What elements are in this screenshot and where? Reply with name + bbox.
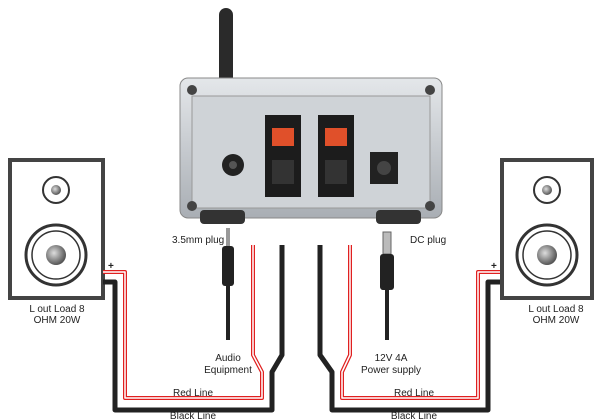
- speaker-right: [500, 158, 594, 300]
- amplifier-unit: [179, 77, 443, 224]
- plus-right-label: +: [491, 261, 497, 272]
- power-label-2: Power supply: [361, 365, 421, 376]
- red-line-left-label: Red Line: [173, 388, 213, 399]
- plug-35mm-label: 3.5mm plug: [172, 235, 224, 246]
- dc-plug-icon: [380, 231, 394, 340]
- speaker-terminal-right-icon: [318, 115, 354, 197]
- audio-jack-icon: [222, 154, 244, 176]
- audio-plug-icon: [222, 228, 234, 340]
- speaker-left: [8, 158, 105, 300]
- red-line-right-label: Red Line: [394, 388, 434, 399]
- power-label-1: 12V 4A: [375, 353, 408, 364]
- speaker-left-label-1: L out Load 8: [29, 304, 85, 315]
- dc-jack-icon: [370, 152, 398, 184]
- speaker-left-label-2: OHM 20W: [34, 315, 81, 326]
- black-line-left-label: Black Line: [170, 411, 217, 420]
- speaker-right-label-2: OHM 20W: [533, 315, 580, 326]
- black-wire-left: [103, 245, 285, 413]
- audio-label-2: Equipment: [204, 365, 252, 376]
- black-wire-right: [317, 245, 500, 413]
- dc-plug-label: DC plug: [410, 235, 446, 246]
- audio-label-1: Audio: [215, 353, 241, 364]
- plus-left-label: +: [108, 261, 114, 272]
- speaker-terminal-left-icon: [265, 115, 301, 197]
- black-line-right-label: Black Line: [391, 411, 438, 420]
- speaker-right-label-1: L out Load 8: [528, 304, 584, 315]
